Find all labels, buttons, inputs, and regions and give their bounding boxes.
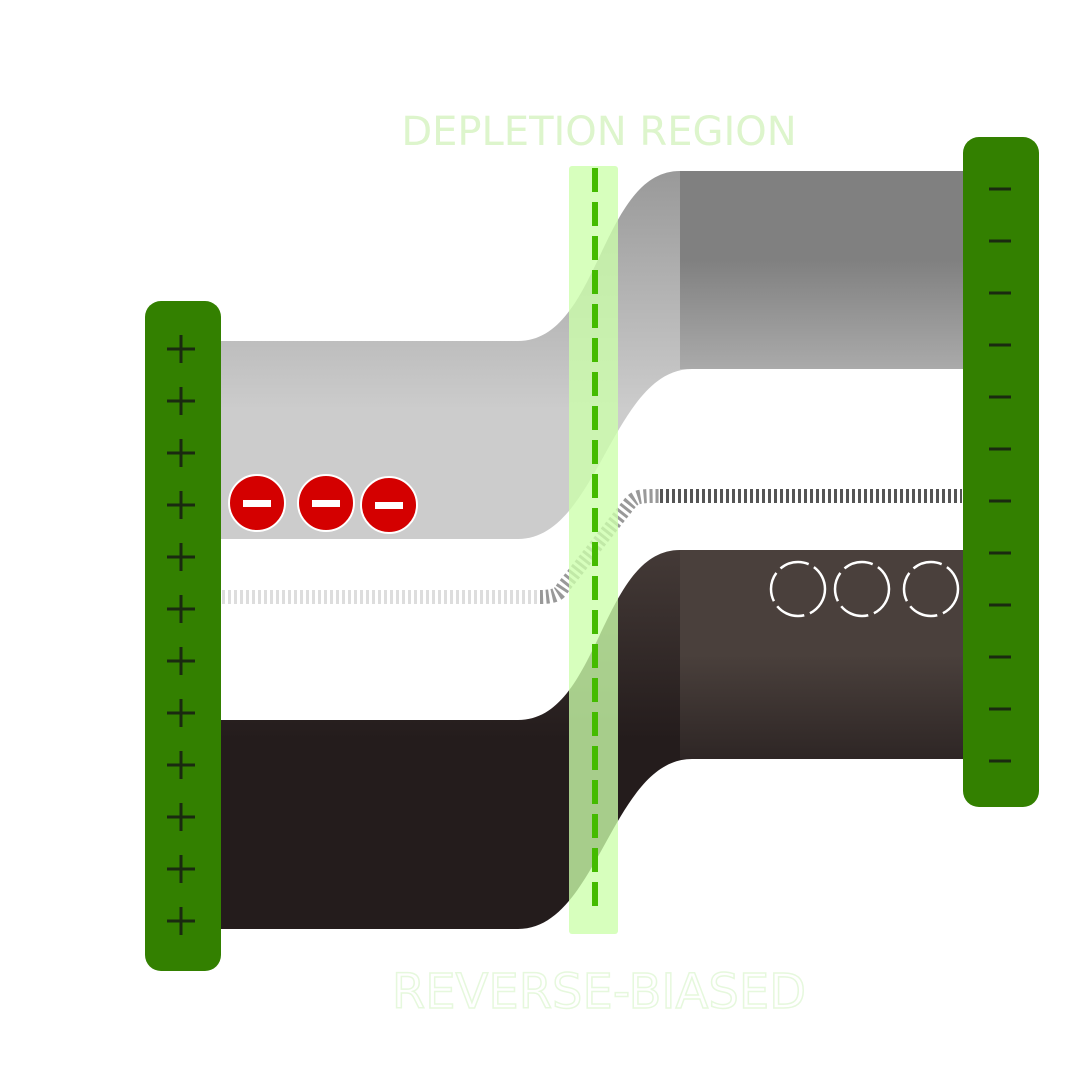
- positive-terminal-signs: [167, 335, 195, 935]
- plus-sign: [167, 855, 195, 883]
- electron: [228, 474, 286, 532]
- plus-sign: [167, 803, 195, 831]
- electron: [360, 476, 418, 534]
- diagram-caption: REVERSE-BIASED: [392, 964, 806, 1020]
- electrons: [228, 474, 418, 534]
- plus-sign: [167, 335, 195, 363]
- plus-sign: [167, 543, 195, 571]
- negative-terminal-signs: [989, 187, 1011, 763]
- plus-sign: [167, 647, 195, 675]
- plus-sign: [167, 699, 195, 727]
- positive-terminal: [145, 301, 221, 971]
- valence-band-right: [680, 550, 965, 759]
- negative-terminal: [963, 137, 1039, 807]
- plus-sign: [167, 491, 195, 519]
- plus-sign: [167, 439, 195, 467]
- holes: [769, 560, 960, 618]
- hole: [902, 560, 960, 618]
- fermi-level-transition: [539, 489, 661, 604]
- hole: [833, 560, 891, 618]
- diagram-title: DEPLETION REGION: [401, 109, 796, 155]
- plus-sign: [167, 595, 195, 623]
- plus-sign: [167, 907, 195, 935]
- electron: [297, 474, 355, 532]
- plus-sign: [167, 387, 195, 415]
- hole: [769, 560, 827, 618]
- plus-sign: [167, 751, 195, 779]
- conduction-band-right: [680, 171, 965, 369]
